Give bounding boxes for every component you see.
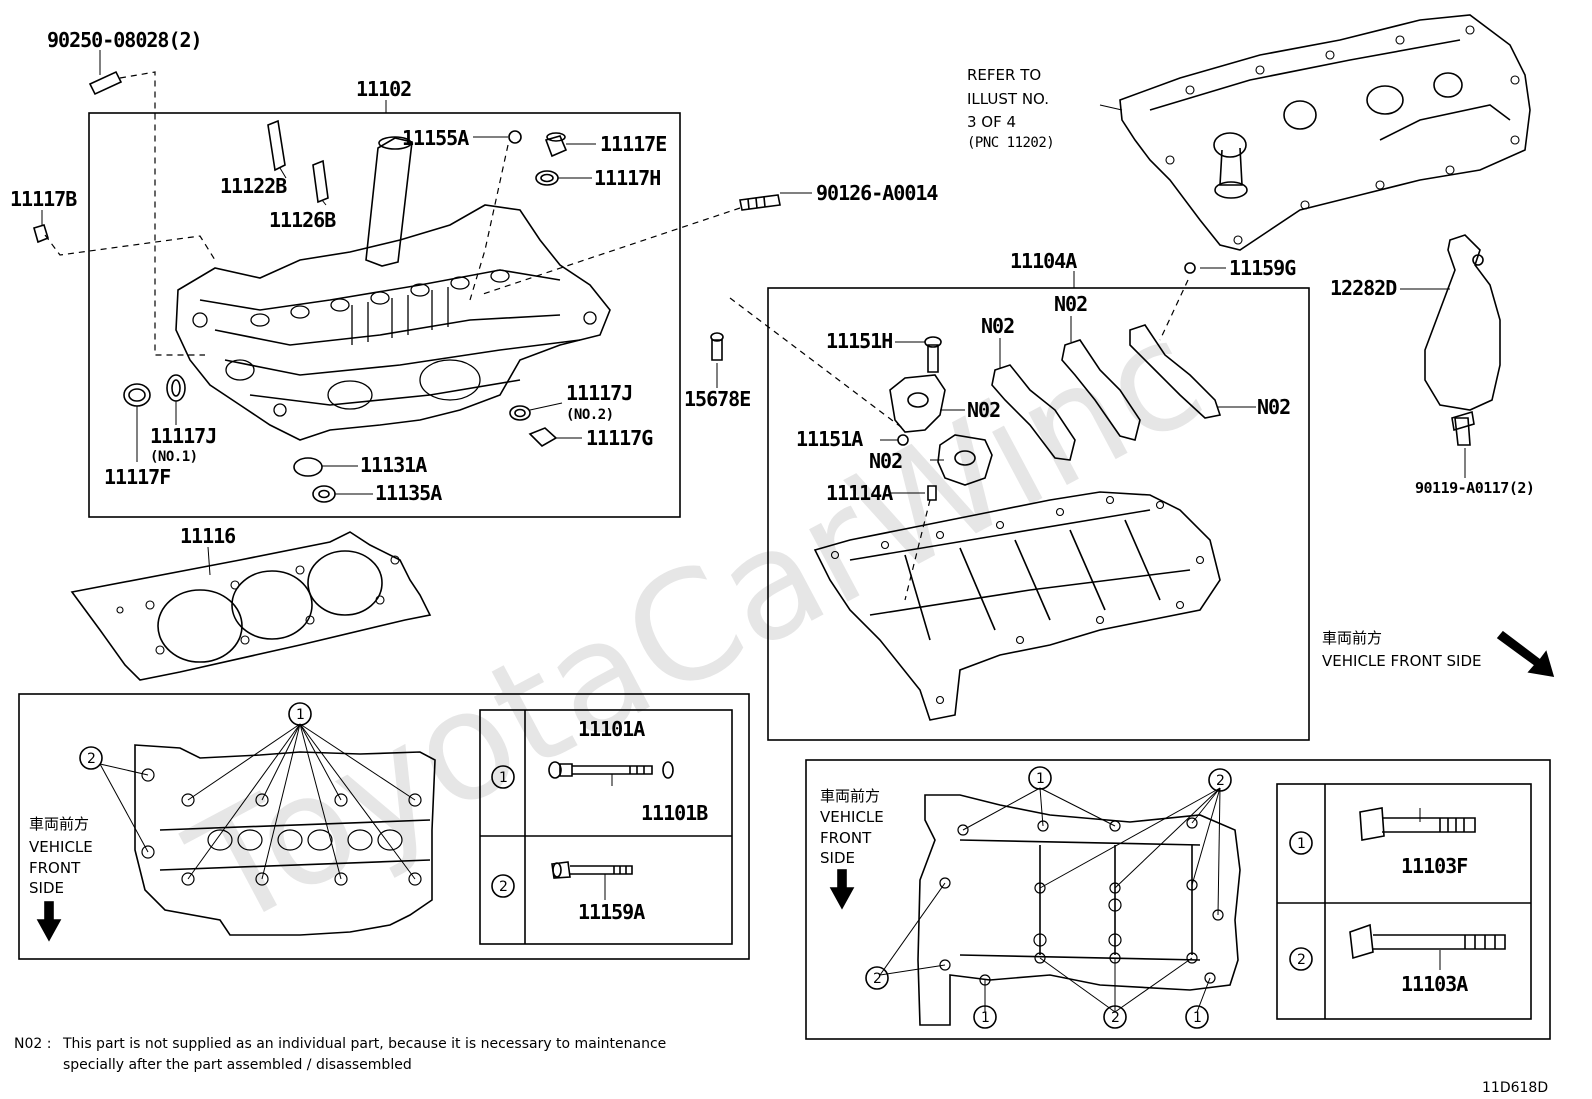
bracket-drawing bbox=[1424, 234, 1501, 446]
label-11126B[interactable]: 11126B bbox=[269, 208, 337, 232]
htable-num-1: 1 bbox=[1297, 836, 1306, 852]
direction-en-head-2: FRONT bbox=[29, 859, 81, 877]
refer-note-line-4[interactable]: (PNC 11202) bbox=[967, 135, 1055, 151]
camshaft-housing-drawing bbox=[710, 262, 1222, 721]
label-11117E[interactable]: 11117E bbox=[600, 132, 667, 156]
footnote-line-1: This part is not supplied as an individu… bbox=[62, 1036, 666, 1052]
direction-jp-main: 車両前方 bbox=[1322, 629, 1382, 647]
direction-en-head-3: SIDE bbox=[29, 879, 64, 897]
head-bolt-sequence-frame bbox=[18, 693, 750, 960]
label-90119[interactable]: 90119-A0117(2) bbox=[1415, 479, 1535, 497]
direction-en-housing-1: VEHICLE bbox=[820, 808, 884, 826]
label-11117J-no1[interactable]: 11117J bbox=[150, 424, 217, 448]
label-11117J-no1-sub: (NO.1) bbox=[150, 449, 198, 465]
hseq-num-2b: 2 bbox=[873, 971, 882, 987]
head-bolt-sequence-drawing bbox=[36, 702, 436, 942]
label-n02-b[interactable]: N02 bbox=[1054, 292, 1088, 316]
label-n02-d[interactable]: N02 bbox=[869, 449, 903, 473]
seq-num-1: 1 bbox=[296, 707, 305, 723]
label-11117J-no2-sub: (NO.2) bbox=[566, 407, 614, 423]
refer-note-line-1: REFER TO bbox=[967, 66, 1041, 84]
footnote-prefix: N02 : bbox=[14, 1036, 51, 1052]
vehicle-front-arrow-icon bbox=[1496, 630, 1555, 677]
label-90250[interactable]: 90250-08028(2) bbox=[47, 28, 203, 52]
table-num-1: 1 bbox=[499, 770, 508, 786]
label-n02-c[interactable]: N02 bbox=[967, 398, 1001, 422]
housing-bolt-sequence-frame bbox=[805, 759, 1551, 1040]
label-11159A[interactable]: 11159A bbox=[578, 900, 646, 924]
label-11101B[interactable]: 11101B bbox=[641, 801, 709, 825]
direction-en-housing-2: FRONT bbox=[820, 829, 872, 847]
label-11117J-no2[interactable]: 11117J bbox=[566, 381, 633, 405]
refer-note-line-2: ILLUST NO. bbox=[967, 90, 1049, 108]
direction-en-main: VEHICLE FRONT SIDE bbox=[1322, 652, 1482, 670]
hseq-num-2a: 2 bbox=[1216, 773, 1225, 789]
label-11117B[interactable]: 11117B bbox=[10, 187, 78, 211]
direction-jp-head: 車両前方 bbox=[29, 815, 89, 833]
hseq-num-1a: 1 bbox=[1036, 771, 1045, 787]
label-15678E[interactable]: 15678E bbox=[684, 387, 751, 411]
label-11131A[interactable]: 11131A bbox=[360, 453, 428, 477]
leader-lines bbox=[41, 50, 1466, 970]
label-11103F[interactable]: 11103F bbox=[1401, 854, 1468, 878]
direction-en-head-1: VEHICLE bbox=[29, 838, 93, 856]
hseq-num-1c: 1 bbox=[1193, 1010, 1202, 1026]
head-gasket-drawing bbox=[70, 531, 432, 681]
table-num-2: 2 bbox=[499, 879, 508, 895]
diagram-code: 11D618D bbox=[1482, 1080, 1548, 1096]
head-bolt-table bbox=[479, 709, 733, 945]
refer-note-line-3: 3 OF 4 bbox=[967, 113, 1016, 131]
htable-num-2: 2 bbox=[1297, 952, 1306, 968]
label-11116[interactable]: 11116 bbox=[180, 524, 236, 548]
label-11101A[interactable]: 11101A bbox=[578, 717, 646, 741]
label-11151A[interactable]: 11151A bbox=[796, 427, 864, 451]
head-cover-drawing bbox=[1119, 14, 1531, 251]
direction-en-housing-3: SIDE bbox=[820, 849, 855, 867]
label-n02-a[interactable]: N02 bbox=[981, 314, 1015, 338]
head-bolt-table-drawing bbox=[491, 761, 674, 900]
label-11117G[interactable]: 11117G bbox=[586, 426, 654, 450]
label-11155A[interactable]: 11155A bbox=[402, 126, 470, 150]
seq-num-2: 2 bbox=[87, 751, 96, 767]
direction-jp-housing: 車両前方 bbox=[820, 787, 880, 805]
label-90126[interactable]: 90126-A0014 bbox=[816, 181, 939, 205]
label-n02-e[interactable]: N02 bbox=[1257, 395, 1291, 419]
hseq-num-1b: 1 bbox=[981, 1010, 990, 1026]
label-11117H[interactable]: 11117H bbox=[594, 166, 661, 190]
label-11117F[interactable]: 11117F bbox=[104, 465, 171, 489]
camshaft-housing-frame bbox=[767, 287, 1310, 741]
housing-bolt-table bbox=[1276, 783, 1532, 1020]
housing-bolt-sequence-drawing bbox=[829, 766, 1241, 1029]
label-11102[interactable]: 11102 bbox=[356, 77, 412, 101]
head-small-parts bbox=[33, 70, 781, 503]
label-11104A[interactable]: 11104A bbox=[1010, 249, 1078, 273]
label-11103A[interactable]: 11103A bbox=[1401, 972, 1469, 996]
label-11122B[interactable]: 11122B bbox=[220, 174, 288, 198]
label-12282D[interactable]: 12282D bbox=[1330, 276, 1398, 300]
hseq-num-2c: 2 bbox=[1111, 1010, 1120, 1026]
housing-bolt-table-drawing bbox=[1289, 807, 1506, 971]
label-11135A[interactable]: 11135A bbox=[375, 481, 443, 505]
footnote-line-2: specially after the part assembled / dis… bbox=[63, 1057, 412, 1073]
label-11114A[interactable]: 11114A bbox=[826, 481, 894, 505]
cylinder-head-drawing bbox=[175, 204, 611, 441]
cylinder-head-frame bbox=[88, 112, 681, 518]
label-11151H[interactable]: 11151H bbox=[826, 329, 893, 353]
label-11159G[interactable]: 11159G bbox=[1229, 256, 1297, 280]
